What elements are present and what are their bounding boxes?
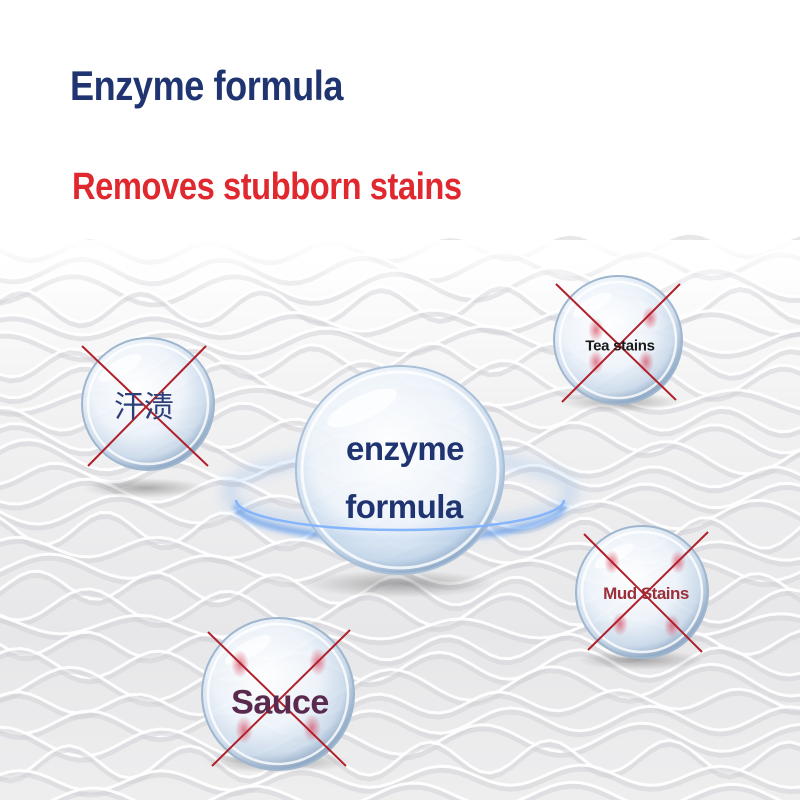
cross-mark-tea xyxy=(555,283,681,403)
enzyme-label-line1: enzyme xyxy=(345,430,465,467)
fabric-fold-highlight xyxy=(49,780,783,800)
enzyme-bubble xyxy=(221,365,579,575)
fabric-fold-highlight xyxy=(0,738,800,780)
stain-bubble-sweat xyxy=(81,337,215,471)
fabric-fold-shadow xyxy=(0,665,800,709)
fabric-fold-shadow xyxy=(0,741,800,785)
stain-bubble-tea xyxy=(553,275,683,405)
page-subtitle: Removes stubborn stains xyxy=(72,166,462,208)
cross-mark-sauce xyxy=(207,629,351,767)
stain-bubble-sauce xyxy=(201,617,355,771)
enzyme-label-line2: formula xyxy=(345,488,463,525)
fabric-fold-highlight xyxy=(0,704,800,738)
cross-mark-mud xyxy=(583,531,709,653)
fabric-fold-shadow xyxy=(0,690,800,722)
stain-bubble-mud xyxy=(575,525,709,659)
cross-mark-sweat xyxy=(81,345,209,467)
fabric-fold-highlight xyxy=(0,763,800,793)
stain-label-sauce: Sauce xyxy=(231,683,329,722)
fabric-fold-highlight xyxy=(0,687,800,717)
fabric-fold-highlight xyxy=(0,721,800,759)
fabric-fold-highlight xyxy=(0,662,800,704)
page-title: Enzyme formula xyxy=(70,62,343,109)
fabric-fold-highlight xyxy=(0,307,800,337)
stain-label-mud: Mud Stains xyxy=(603,584,689,603)
fabric-fold-shadow xyxy=(55,783,777,800)
stain-label-tea: Tea stains xyxy=(585,337,655,355)
fabric-fold-shadow xyxy=(0,707,800,743)
stain-label-sweat: 汗渍 xyxy=(114,390,174,425)
